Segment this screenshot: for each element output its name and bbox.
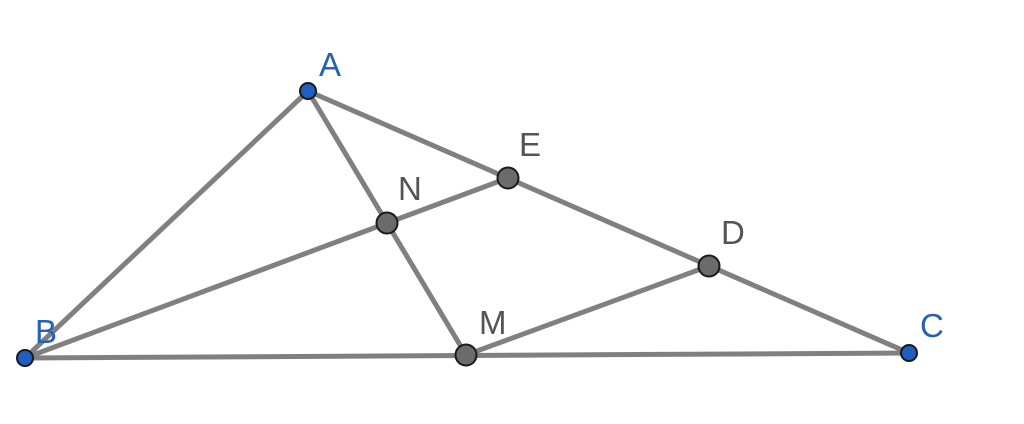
segment-ab: [22, 88, 311, 361]
label-n: N: [398, 170, 422, 207]
label-b: B: [35, 313, 57, 350]
segment-ac: [305, 88, 912, 356]
label-a: A: [319, 46, 341, 83]
point-d[interactable]: [697, 254, 721, 278]
segment-md: [463, 263, 712, 358]
label-e: E: [519, 126, 541, 163]
labels-layer: A B C E N D M: [35, 46, 944, 350]
point-n[interactable]: [375, 211, 399, 235]
label-d: D: [721, 214, 745, 251]
point-b[interactable]: [16, 349, 34, 367]
point-e[interactable]: [496, 166, 520, 190]
point-a[interactable]: [299, 82, 317, 100]
label-c: C: [920, 307, 944, 344]
points-layer: [16, 82, 918, 367]
label-m: M: [479, 304, 507, 341]
segments-layer: [22, 88, 912, 361]
point-m[interactable]: [454, 343, 478, 367]
point-c[interactable]: [900, 344, 918, 362]
segment-be: [22, 175, 511, 361]
